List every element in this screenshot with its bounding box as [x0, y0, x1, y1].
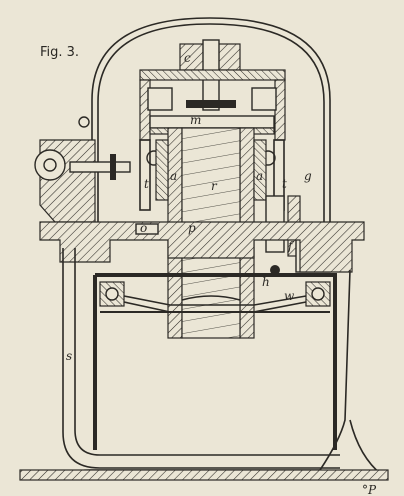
- dome-cover-inner: [97, 23, 325, 222]
- label-w: w: [284, 289, 295, 303]
- label-t-left: t: [144, 177, 149, 191]
- pipe-s-outer: [62, 248, 340, 469]
- bushing-left: [155, 139, 169, 201]
- port-o: [135, 223, 159, 235]
- lower-right-ball: [311, 287, 325, 301]
- left-housing: [147, 87, 173, 111]
- side-wheel-hub: [43, 158, 57, 172]
- label-c: c: [184, 51, 191, 65]
- label-a-left: a: [170, 169, 177, 183]
- foot-plate: [19, 469, 389, 481]
- pivot-ring: [78, 116, 90, 128]
- corner-mark: °P: [362, 483, 377, 496]
- label-s: s: [66, 349, 72, 363]
- label-a-right: a: [256, 169, 263, 183]
- label-m: m: [190, 113, 201, 127]
- label-r: r: [211, 179, 218, 193]
- base-plate: [39, 221, 365, 273]
- label-g: g: [304, 169, 312, 183]
- collar-m: [186, 100, 236, 108]
- side-shaft: [69, 161, 131, 173]
- crossbar: [149, 115, 275, 129]
- lower-disc-w: [123, 295, 307, 306]
- label-o: o: [140, 221, 147, 235]
- right-housing: [251, 87, 277, 111]
- label-p: p: [188, 221, 196, 235]
- label-t-right: t: [282, 177, 287, 191]
- chamber-right-wall: [95, 273, 337, 450]
- bushing-right: [253, 139, 267, 201]
- valve-ball: [270, 265, 280, 275]
- spindle-curve: [181, 295, 241, 301]
- shaft-collar: [110, 154, 116, 180]
- figure-title: Fig. 3.: [40, 45, 79, 60]
- label-f: f: [287, 239, 295, 253]
- upper-frame: [139, 69, 286, 81]
- pipe-s: [74, 248, 340, 456]
- lower-left-ball: [105, 287, 119, 301]
- left-side-wall: [139, 139, 151, 211]
- label-h: h: [262, 275, 270, 289]
- dome-cover: [91, 17, 331, 222]
